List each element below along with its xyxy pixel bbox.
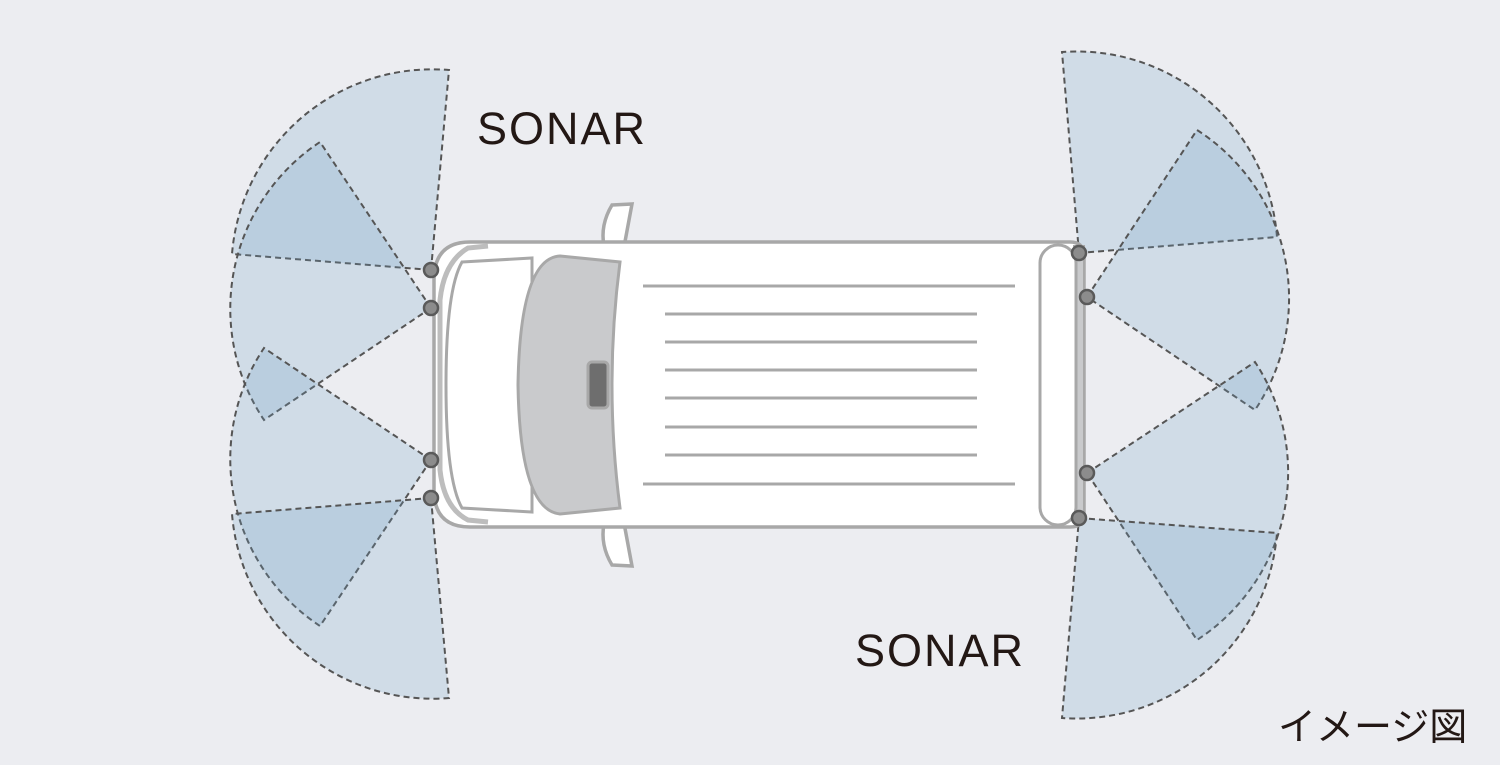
front-sensor-zones: [229, 68, 451, 700]
rear-sensor: [1078, 288, 1096, 306]
rear-sensor: [1078, 464, 1096, 482]
front-zone-inner-bottom: [229, 346, 433, 628]
front-sensor: [422, 451, 440, 469]
windshield: [516, 254, 622, 516]
sonar-label-rear: SONAR: [855, 625, 1026, 676]
rear-zone-corner-top: [1060, 50, 1279, 255]
front-zone-inner-top: [229, 140, 433, 422]
rear-zone-inner-top: [1085, 128, 1290, 412]
rear-sensor: [1070, 244, 1088, 262]
vehicle-top-view: [432, 202, 1086, 568]
front-zone-corner-bottom: [230, 496, 451, 700]
sonar-label-front: SONAR: [477, 103, 648, 154]
rear-zone-inner-bottom: [1085, 360, 1290, 642]
rear-zone-corner-bottom: [1060, 516, 1279, 720]
rear-sensor-zones: [1060, 50, 1290, 720]
hood: [444, 256, 534, 514]
front-bumper: [437, 243, 489, 525]
front-sensor: [422, 261, 440, 279]
front-sensor: [422, 299, 440, 317]
sensors: [422, 244, 1096, 527]
rear-window: [1038, 243, 1078, 527]
rear-sensor: [1070, 509, 1088, 527]
front-zone-corner-top: [230, 68, 451, 272]
front-sensor: [422, 489, 440, 507]
mirror-bottom: [601, 521, 635, 568]
rearview-mirror: [586, 360, 610, 410]
image-note: イメージ図: [1278, 705, 1468, 749]
